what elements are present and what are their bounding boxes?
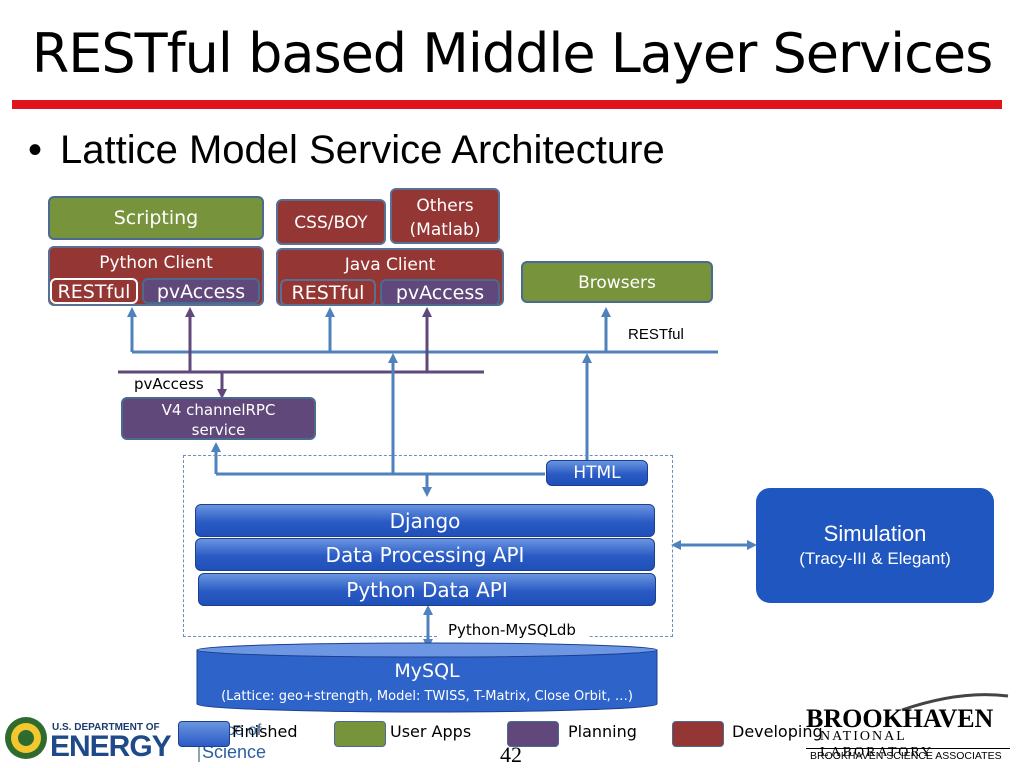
legend-user-apps-swatch	[334, 721, 386, 747]
v4-line2: service	[191, 421, 246, 439]
browsers-box: Browsers	[521, 261, 713, 303]
mysql-label: MySQL	[394, 660, 460, 682]
bnl-assoc: BROOKHAVEN SCIENCE ASSOCIATES	[810, 750, 1002, 762]
simulation-subtitle: (Tracy-III & Elegant)	[799, 549, 951, 568]
css-boy-box: CSS/BOY	[276, 199, 386, 245]
data-processing-api-box: Data Processing API	[195, 538, 655, 571]
doe-line2: ENERGY	[50, 730, 172, 763]
server-boundary	[183, 455, 673, 637]
scripting-box: Scripting	[48, 196, 264, 240]
others-box: Others (Matlab)	[390, 188, 500, 244]
python-pvaccess-box: pvAccess	[142, 278, 260, 304]
python-restful-box: RESTful	[50, 278, 138, 304]
doe-line1: U.S. DEPARTMENT OF	[52, 722, 160, 733]
legend-developing-swatch	[672, 721, 724, 747]
legend-finished-swatch	[178, 721, 230, 747]
v4-channelrpc-box: V4 channelRPC service	[121, 397, 316, 440]
legend-planning-swatch	[507, 721, 559, 747]
bullet-dot: •	[28, 128, 43, 172]
doe-seal-icon	[5, 717, 47, 759]
bullet-item: • Lattice Model Service Architecture	[28, 128, 665, 173]
bnl-name: BROOKHAVEN	[806, 704, 994, 733]
slide-title: RESTful based Middle Layer Services	[31, 22, 993, 85]
legend-developing-label: Developing	[732, 722, 823, 741]
bullet-text: Lattice Model Service Architecture	[60, 128, 665, 172]
pvaccess-bus-label: pvAccess	[134, 375, 204, 393]
java-client-label: Java Client	[344, 255, 436, 275]
bnl-swoosh-icon	[901, 693, 1009, 712]
science-text: Science	[202, 742, 267, 762]
v4-line1: V4 channelRPC	[161, 401, 276, 419]
python-client-label: Python Client	[99, 253, 213, 273]
django-box: Django	[195, 504, 655, 537]
simulation-box: Simulation (Tracy-III & Elegant)	[756, 488, 994, 603]
python-mysqldb-label: Python-MySQLdb	[438, 621, 588, 639]
others-line1: Others	[416, 196, 474, 216]
legend-planning-label: Planning	[568, 722, 637, 741]
bnl-rule	[806, 748, 1010, 749]
html-box: HTML	[546, 460, 648, 486]
java-pvaccess-box: pvAccess	[380, 279, 500, 306]
simulation-title: Simulation	[823, 521, 927, 546]
legend-finished-label: Finished	[232, 722, 298, 741]
java-restful-box: RESTful	[280, 279, 376, 306]
page-number: 42	[500, 742, 522, 767]
mysql-cylinder	[196, 642, 658, 713]
python-data-api-box: Python Data API	[198, 573, 656, 606]
legend-user-apps-label: User Apps	[390, 722, 472, 741]
others-line2: (Matlab)	[409, 220, 481, 240]
restful-bus-label: RESTful	[628, 326, 684, 343]
mysql-description: (Lattice: geo+strength, Model: TWISS, T-…	[221, 689, 633, 704]
title-divider	[12, 100, 1002, 109]
